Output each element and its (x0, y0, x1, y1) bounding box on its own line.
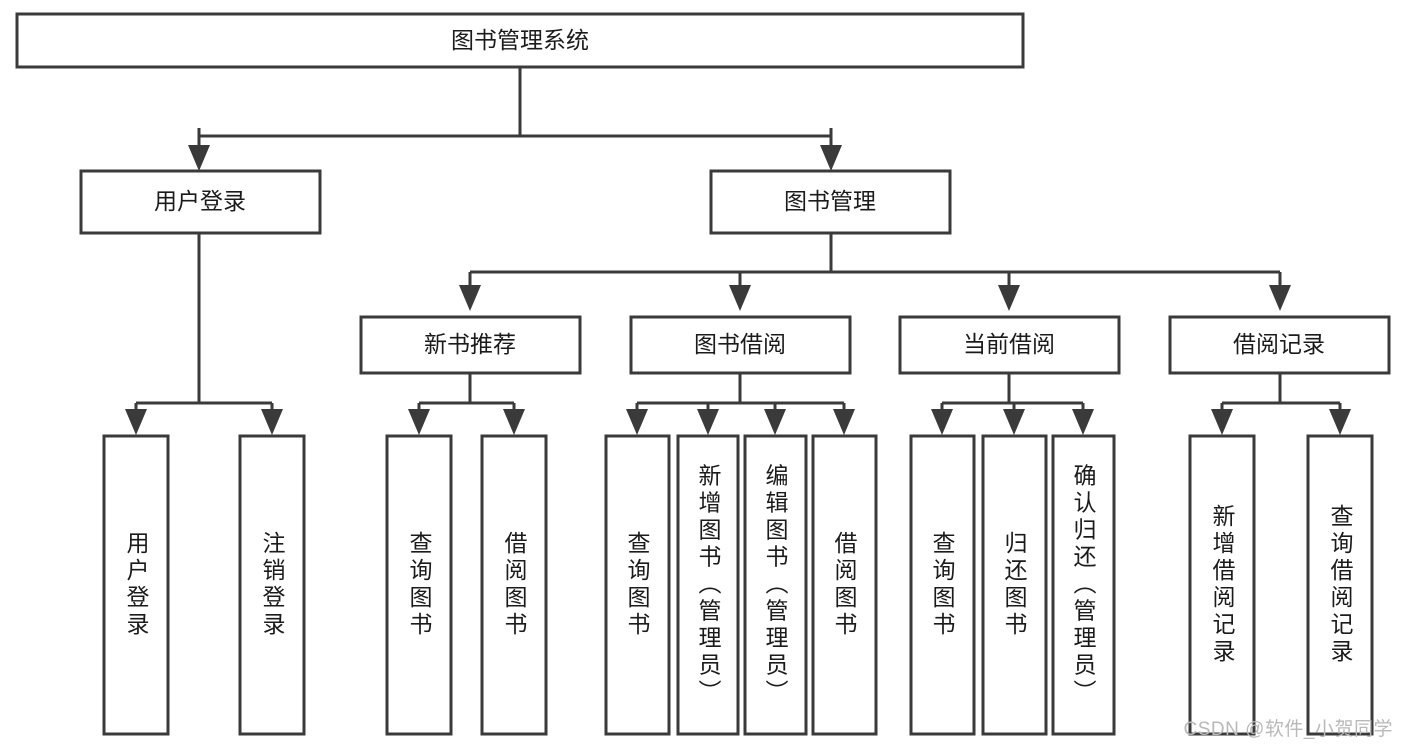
arrow-down-icon (833, 409, 855, 435)
node-leaf-add-record-label: 新增借阅记录 (1209, 504, 1236, 666)
node-leaf-query-book-1[interactable]: 查询图书 (385, 434, 453, 736)
node-borrow-record-label: 借阅记录 (1233, 331, 1325, 357)
arrow-down-icon (820, 145, 842, 171)
node-leaf-query-book-3-label: 查询图书 (929, 531, 956, 639)
connector-record-to-leaves (1211, 373, 1351, 435)
arrow-down-icon (261, 409, 283, 435)
node-leaf-borrow-book-2[interactable]: 借阅图书 (811, 434, 878, 736)
connector-bookmgmt-to-level3 (459, 233, 1291, 311)
node-leaf-user-login-label: 用户登录 (123, 531, 150, 639)
node-leaf-borrow-book-2-label: 借阅图书 (831, 531, 858, 639)
arrow-down-icon (931, 409, 953, 435)
node-leaf-edit-book[interactable]: 编辑图书（管理员） (743, 434, 808, 736)
node-leaf-add-book[interactable]: 新增图书（管理员） (676, 434, 740, 736)
node-leaf-add-book-label: 新增图书（管理员） (695, 464, 722, 707)
node-leaf-return-book-label: 归还图书 (1001, 531, 1028, 639)
node-leaf-user-login[interactable]: 用户登录 (102, 434, 170, 736)
node-book-management[interactable]: 图书管理 (709, 169, 952, 235)
csdn-watermark: CSDN @软件_小贺同学 (1183, 719, 1393, 740)
node-new-book-recommend[interactable]: 新书推荐 (359, 315, 582, 375)
node-book-borrow[interactable]: 图书借阅 (629, 315, 852, 375)
node-new-book-recommend-label: 新书推荐 (424, 331, 516, 357)
arrow-down-icon (626, 409, 648, 435)
node-borrow-record[interactable]: 借阅记录 (1168, 315, 1391, 375)
node-leaf-query-record-label: 查询借阅记录 (1327, 504, 1354, 666)
node-root-label: 图书管理系统 (451, 27, 589, 53)
node-leaf-borrow-book-1-label: 借阅图书 (501, 531, 528, 639)
node-book-management-label: 图书管理 (784, 188, 876, 214)
node-leaf-query-book-2[interactable]: 查询图书 (604, 434, 671, 736)
connector-current-to-leaves (931, 373, 1094, 435)
arrow-down-icon (459, 285, 481, 311)
node-leaf-borrow-book-1[interactable]: 借阅图书 (480, 434, 548, 736)
node-leaf-edit-book-label: 编辑图书（管理员） (762, 464, 789, 707)
connector-borrow-to-leaves (626, 373, 855, 435)
arrow-down-icon (408, 409, 430, 435)
node-leaf-confirm-return[interactable]: 确认归还（管理员） (1051, 434, 1116, 736)
node-leaf-add-record[interactable]: 新增借阅记录 (1188, 434, 1256, 736)
node-leaf-query-book-2-label: 查询图书 (624, 531, 651, 639)
node-leaf-query-book-3[interactable]: 查询图书 (909, 434, 976, 736)
node-root[interactable]: 图书管理系统 (15, 12, 1025, 69)
arrow-down-icon (729, 285, 751, 311)
node-user-login[interactable]: 用户登录 (79, 169, 322, 235)
arrow-down-icon (503, 409, 525, 435)
connector-root-to-level2 (188, 67, 842, 171)
node-user-login-label: 用户登录 (154, 188, 246, 214)
arrow-down-icon (188, 145, 210, 171)
node-leaf-query-record[interactable]: 查询借阅记录 (1306, 434, 1374, 736)
node-leaf-confirm-return-label: 确认归还（管理员） (1070, 464, 1097, 707)
node-leaf-logout-label: 注销登录 (259, 531, 286, 639)
arrow-down-icon (125, 409, 147, 435)
node-leaf-return-book[interactable]: 归还图书 (981, 434, 1048, 736)
arrow-down-icon (1211, 409, 1233, 435)
arrow-down-icon (1329, 409, 1351, 435)
connector-userlogin-to-leaves (125, 233, 283, 435)
arrow-down-icon (1003, 409, 1025, 435)
arrow-down-icon (1072, 409, 1094, 435)
arrow-down-icon (1269, 285, 1291, 311)
node-leaf-logout[interactable]: 注销登录 (238, 434, 306, 736)
node-leaf-query-book-1-label: 查询图书 (406, 531, 433, 639)
arrow-down-icon (764, 409, 786, 435)
node-current-borrow-label: 当前借阅 (963, 331, 1055, 357)
node-current-borrow[interactable]: 当前借阅 (898, 315, 1121, 375)
arrow-down-icon (998, 285, 1020, 311)
connector-recommend-to-leaves (408, 373, 525, 435)
arrow-down-icon (697, 409, 719, 435)
node-book-borrow-label: 图书借阅 (694, 331, 786, 357)
